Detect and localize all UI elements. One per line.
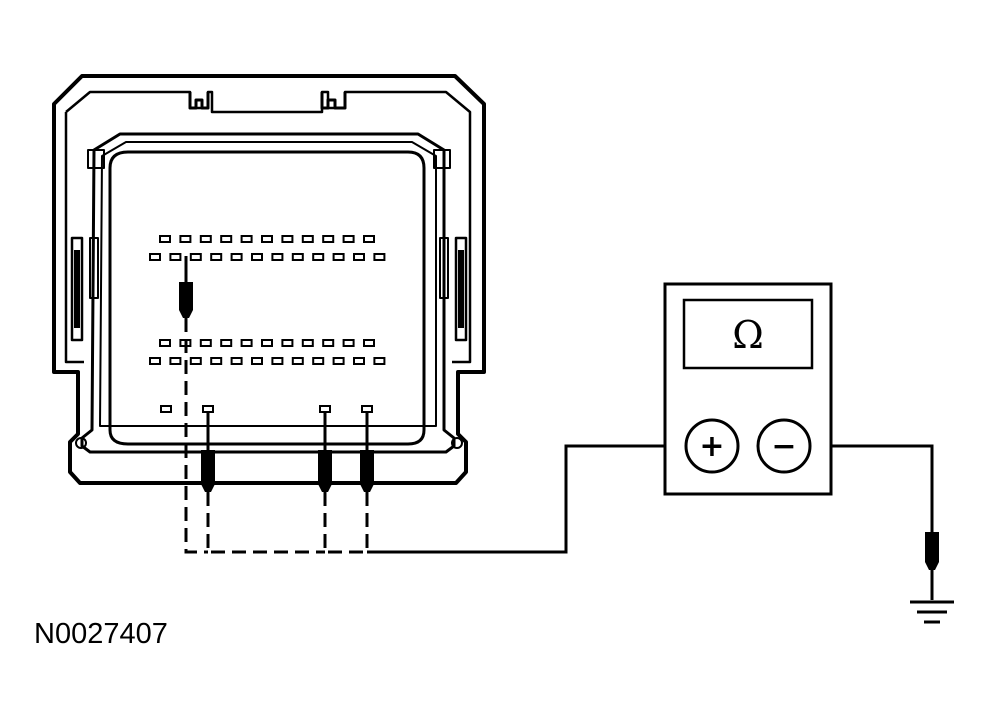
pin-row4-3: [189, 357, 202, 365]
pin-row3-7: [281, 339, 294, 347]
lead-to-ground: [810, 444, 934, 532]
pin-row2-12: [373, 253, 386, 261]
pin-row5-3: [319, 405, 331, 413]
connector-face: [108, 150, 426, 446]
pin-row2-9: [312, 253, 325, 261]
dashed-lead-1: [206, 492, 325, 554]
module-connector: [52, 74, 486, 485]
figure-id: N0027407: [34, 618, 168, 650]
pin-row1-8: [301, 235, 314, 243]
pin-row1-7: [281, 235, 294, 243]
ohmmeter: Ω + −: [663, 282, 833, 496]
pin-row2-8: [291, 253, 304, 261]
pin-row2-6: [251, 253, 263, 261]
pin-row4-10: [332, 357, 345, 365]
pin-row1-10: [342, 235, 355, 243]
pin-row2-5: [230, 253, 243, 261]
positive-terminal: [684, 418, 740, 474]
corner-clip-tl: [87, 149, 105, 169]
latch-tab-right: [320, 92, 347, 110]
pin-row4-8: [291, 357, 304, 365]
pin-row1-9: [322, 235, 335, 243]
pin-row3-10: [342, 339, 355, 347]
pin-row2-2: [169, 253, 182, 261]
probe-3: [360, 412, 374, 492]
connector-inner-frame-2: [99, 141, 437, 427]
test-probes: [179, 256, 374, 492]
probe-2: [318, 412, 332, 492]
pin-row1-11: [363, 235, 375, 243]
pin-row4-6: [251, 357, 263, 365]
positive-terminal-label: +: [699, 429, 724, 464]
pin-row1-2: [179, 235, 192, 243]
pin-row4-12: [373, 357, 386, 365]
probe-wiring: [184, 318, 934, 554]
pin-row2-11: [353, 253, 365, 261]
ohm-symbol: Ω: [732, 313, 764, 357]
probe-upper: [179, 256, 193, 318]
pin-row3-3: [199, 339, 212, 347]
pin-row1-5: [240, 235, 253, 243]
pin-row1-3: [199, 235, 212, 243]
pin-row2-1: [149, 253, 161, 261]
pin-row2-10: [332, 253, 345, 261]
pin-row4-11: [353, 357, 365, 365]
ground-symbol-icon: [910, 600, 954, 624]
negative-terminal-label: −: [771, 429, 796, 464]
pin-row1-6: [261, 235, 273, 243]
side-rail-right: [454, 236, 468, 342]
side-notch-left: [89, 237, 99, 299]
side-notch-right: [439, 237, 449, 299]
pin-row5-1: [160, 405, 172, 413]
mount-hole-left: [75, 437, 87, 449]
pin-row3-1: [159, 339, 171, 347]
pin-row2-3: [189, 253, 202, 261]
dashed-lead-2: [323, 492, 367, 554]
pin-row4-1: [149, 357, 161, 365]
pin-row1-4: [220, 235, 233, 243]
negative-terminal: [756, 418, 812, 474]
dashed-lead-upper: [184, 318, 208, 554]
connector-inner-frame: [80, 132, 456, 454]
connector-outer-shell: [52, 74, 486, 485]
pin-row4-9: [312, 357, 325, 365]
side-rail-left: [70, 236, 84, 342]
probe-1: [201, 412, 215, 492]
pin-row4-2: [169, 357, 182, 365]
pin-row3-4: [220, 339, 233, 347]
latch-tab-left: [188, 92, 210, 110]
pin-row1-1: [159, 235, 171, 243]
corner-clip-tr: [433, 149, 451, 169]
pin-row3-8: [301, 339, 314, 347]
pin-row2-7: [271, 253, 284, 261]
ground-probe: [925, 532, 939, 600]
pin-row2-4: [210, 253, 223, 261]
connector-shell-inner-left: [64, 112, 84, 364]
lead-to-positive: [367, 444, 686, 554]
pin-row3-11: [363, 339, 375, 347]
pin-row3-9: [322, 339, 335, 347]
pin-row3-5: [240, 339, 253, 347]
pin-row4-7: [271, 357, 284, 365]
pin-row4-5: [230, 357, 243, 365]
pin-cavities: [149, 235, 386, 413]
pin-row5-2: [202, 405, 214, 413]
mount-hole-right: [451, 437, 463, 449]
ohmmeter-display: [682, 298, 814, 370]
pin-row4-4: [210, 357, 223, 365]
pin-row3-6: [261, 339, 273, 347]
pin-row5-4: [361, 405, 373, 413]
